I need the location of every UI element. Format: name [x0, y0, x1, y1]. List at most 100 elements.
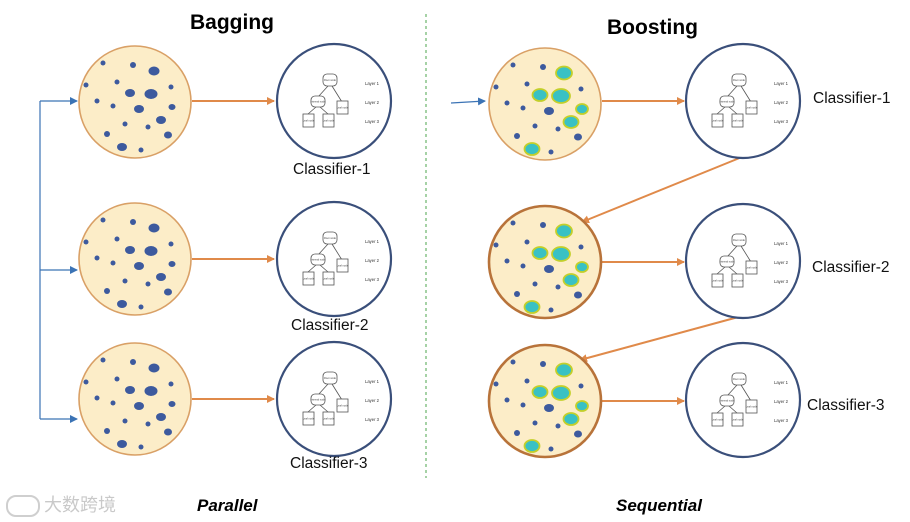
data-point — [130, 219, 136, 225]
data-point — [114, 79, 120, 85]
leaf-node-box — [711, 273, 724, 288]
data-point — [117, 143, 127, 151]
boosting-sample-1 — [488, 47, 602, 161]
data-point — [510, 220, 516, 226]
layer-label: Layer 2 — [774, 100, 789, 105]
root-node-label: Root node — [324, 78, 337, 82]
data-point — [104, 288, 110, 294]
data-point — [145, 124, 151, 130]
weighted-data-point — [551, 246, 571, 262]
weighted-data-point — [531, 88, 549, 102]
layer-label: Layer 3 — [365, 119, 380, 124]
data-point — [138, 147, 144, 153]
weighted-data-point — [575, 103, 589, 115]
data-point — [544, 404, 554, 412]
data-point — [532, 420, 538, 426]
data-point — [514, 133, 520, 139]
weighted-data-point — [562, 115, 580, 129]
sample-circle — [78, 45, 192, 159]
boosting-mode-label: Sequential — [616, 496, 702, 515]
weighted-data-point — [551, 88, 571, 104]
classifier-circle — [684, 341, 802, 459]
data-point — [110, 260, 116, 266]
bagging-sample-1 — [78, 45, 192, 159]
data-point — [156, 116, 166, 124]
data-point — [524, 81, 530, 87]
classifier-circle — [275, 42, 393, 160]
data-point — [125, 246, 135, 254]
data-point — [504, 258, 510, 264]
data-point — [574, 291, 582, 299]
leaf-node-label: Leaf node — [732, 119, 744, 123]
data-point — [114, 376, 120, 382]
boosting-title: Boosting — [607, 16, 698, 39]
data-point — [514, 291, 520, 297]
layer-label: Layer 3 — [774, 119, 789, 124]
leaf-node-label: Leaf node — [712, 119, 724, 123]
data-point — [138, 304, 144, 310]
leaf-node-label: Leaf node — [303, 277, 315, 281]
leaf-node-box — [745, 399, 758, 414]
leaf-node-label: Leaf node — [712, 418, 724, 422]
sample-circle — [78, 202, 192, 316]
data-point — [520, 263, 526, 269]
leaf-node-box — [336, 258, 349, 273]
data-point — [532, 281, 538, 287]
classifier-circle — [684, 42, 802, 160]
data-point — [168, 401, 176, 407]
data-point — [510, 62, 516, 68]
layer-label: Layer 1 — [774, 81, 789, 86]
data-point — [555, 423, 561, 429]
leaf-node-box — [302, 411, 315, 426]
weighted-data-point — [555, 223, 573, 239]
leaf-node-box — [302, 113, 315, 128]
leaf-node-box — [731, 113, 744, 128]
leaf-node-box — [302, 271, 315, 286]
root-node-box — [322, 73, 338, 87]
data-point — [540, 361, 546, 367]
boosting-classifier-2-label: Classifier-2 — [812, 259, 890, 276]
data-point — [130, 359, 136, 365]
boosting-sample-2 — [487, 204, 603, 320]
sample-circle — [487, 343, 603, 459]
sample-circle — [487, 204, 603, 320]
leaf-node-label: Leaf node — [303, 417, 315, 421]
weighted-data-point — [551, 385, 571, 401]
weighted-data-point — [531, 246, 549, 260]
layer-label: Layer 3 — [774, 279, 789, 284]
data-point — [548, 149, 554, 155]
data-point — [100, 357, 106, 363]
data-point — [122, 418, 128, 424]
bagging-sample-3 — [78, 342, 192, 456]
data-point — [520, 402, 526, 408]
weighted-data-point — [555, 65, 573, 81]
layer-label: Layer 1 — [774, 241, 789, 246]
data-point — [555, 284, 561, 290]
leaf-node-box — [711, 113, 724, 128]
weighted-data-point — [555, 362, 573, 378]
data-point — [125, 89, 135, 97]
data-point — [504, 100, 510, 106]
watermark-logo-icon — [6, 495, 40, 518]
leaf-node-label: Leaf node — [303, 119, 315, 123]
data-point — [110, 103, 116, 109]
data-point — [125, 386, 135, 394]
internal-node-box — [719, 255, 735, 268]
internal-node-box — [719, 394, 735, 407]
weighted-data-point — [523, 439, 541, 453]
layer-label: Layer 2 — [774, 260, 789, 265]
leaf-node-label: Leaf node — [732, 418, 744, 422]
internal-node-label: Internal node — [719, 100, 735, 104]
data-point — [524, 239, 530, 245]
data-point — [130, 62, 136, 68]
data-point — [117, 300, 127, 308]
layer-label: Layer 2 — [365, 258, 380, 263]
data-point — [510, 359, 516, 365]
layer-label: Layer 1 — [365, 239, 380, 244]
data-point — [100, 60, 106, 66]
data-point — [148, 223, 160, 233]
